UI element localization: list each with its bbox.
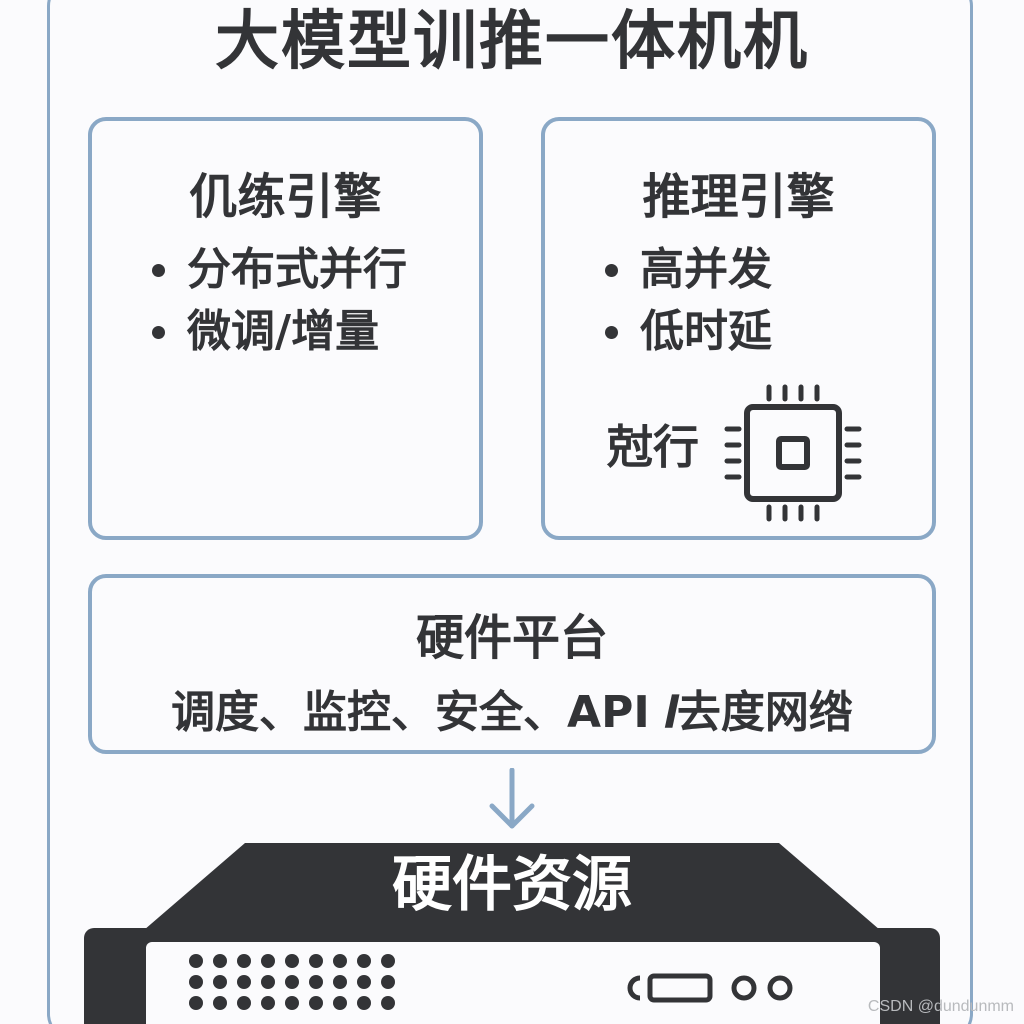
watermark: CSDN @dundunmm [867, 998, 1014, 1015]
inference-bullet-list: 高并发 低时延 [605, 239, 772, 363]
training-bullet-list: 分布式并行 微调/增量 [152, 239, 407, 363]
inference-bullet-text: 高并发 [640, 244, 772, 295]
list-item: 微调/增量 [152, 301, 407, 363]
hardware-platform-title: 硬件平台 [415, 610, 608, 666]
chip-label: 尅行 [607, 420, 699, 474]
inference-engine-title: 推理引擎 [642, 169, 835, 225]
hardware-resources-title: 硬件资源 [392, 850, 632, 920]
list-item: 高并发 [605, 239, 772, 301]
inference-engine-card: 推理引擎 高并发 低时延 尅行 [541, 117, 936, 540]
inference-bullet-text: 低时延 [640, 306, 772, 357]
chip-icon [724, 384, 862, 522]
arrow-down-icon [489, 768, 535, 829]
list-item: 分布式并行 [152, 239, 407, 301]
main-title: 大模型训推一体机机 [215, 5, 809, 79]
training-engine-card: 仉练引擎 分布式并行 微调/增量 [88, 117, 483, 540]
bullet-dot-icon [605, 263, 618, 277]
bullet-dot-icon [152, 263, 165, 277]
training-engine-title: 仉练引擎 [189, 169, 382, 225]
hardware-platform-card: 硬件平台 调度、监控、安全、API 𝒍去度网绺 [88, 574, 936, 754]
bullet-dot-icon [152, 325, 165, 339]
bullet-dot-icon [605, 325, 618, 339]
training-bullet-text: 微调/增量 [187, 306, 380, 357]
list-item: 低时延 [605, 301, 772, 363]
training-bullet-text: 分布式并行 [187, 244, 407, 295]
hardware-platform-subtitle: 调度、监控、安全、API 𝒍去度网绺 [171, 687, 853, 738]
